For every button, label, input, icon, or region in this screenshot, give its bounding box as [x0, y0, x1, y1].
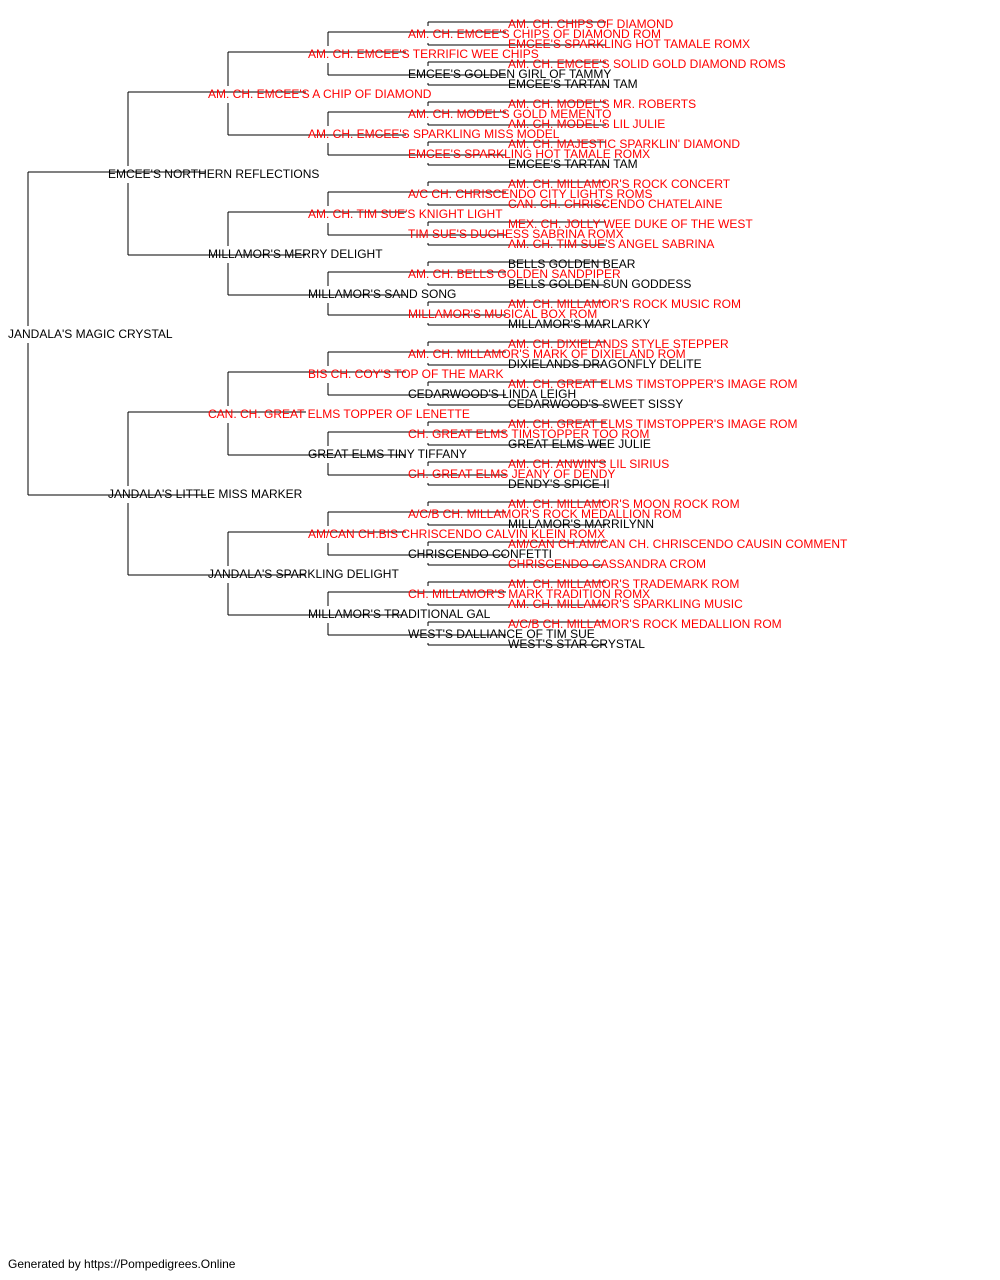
ancestor-name: MILLAMOR'S MUSICAL BOX ROM: [408, 307, 598, 321]
ancestor-name: MILLAMOR'S MARLARKY: [508, 317, 651, 331]
ancestor-name: A/C/B CH. MILLAMOR'S ROCK MEDALLION ROM: [408, 507, 682, 521]
ancestor-name: BELLS GOLDEN SUN GODDESS: [508, 277, 692, 291]
ancestor-name: AM. CH. MILLAMOR'S ROCK MUSIC ROM: [508, 297, 741, 311]
subject-name: JANDALA'S MAGIC CRYSTAL: [8, 327, 173, 341]
ancestor-name: AM. CH. EMCEE'S SOLID GOLD DIAMOND ROMS: [508, 57, 786, 71]
ancestor-name: GREAT ELMS WEE JULIE: [508, 437, 651, 451]
ancestor-name: TIM SUE'S DUCHESS SABRINA ROMX: [408, 227, 624, 241]
ancestor-name: AM. CH. MODEL'S GOLD MEMENTO: [408, 107, 612, 121]
ancestor-name: MILLAMOR'S SAND SONG: [308, 287, 457, 301]
ancestor-name: CHRISCENDO CASSANDRA CROM: [508, 557, 707, 571]
ancestor-name: MEX. CH. JOLLY WEE DUKE OF THE WEST: [508, 217, 753, 231]
ancestor-name: EMCEE'S SPARKLING HOT TAMALE ROMX: [508, 37, 751, 51]
ancestor-name: AM. CH. EMCEE'S TERRIFIC WEE CHIPS: [308, 47, 539, 61]
ancestor-name: CEDARWOOD'S SWEET SISSY: [508, 397, 684, 411]
ancestor-name: CH. GREAT ELMS JEANY OF DENDY: [408, 467, 616, 481]
ancestor-name: CAN. CH. CHRISCENDO CHATELAINE: [508, 197, 723, 211]
ancestor-name: MILLAMOR'S MARRILYNN: [508, 517, 655, 531]
ancestor-name: CHRISCENDO CONFETTI: [408, 547, 552, 561]
ancestor-name: JANDALA'S SPARKLING DELIGHT: [208, 567, 399, 581]
ancestor-name: AM. CH. MILLAMOR'S SPARKLING MUSIC: [508, 597, 743, 611]
ancestor-name: AM. CH. GREAT ELMS TIMSTOPPER'S IMAGE RO…: [508, 377, 798, 391]
ancestor-name: AM. CH. MILLAMOR'S TRADEMARK ROM: [508, 577, 740, 591]
ancestor-name: AM. CH. MODEL'S LIL JULIE: [508, 117, 666, 131]
ancestor-name: EMCEE'S TARTAN TAM: [508, 157, 638, 171]
ancestor-name: A/C CH. CHRISCENDO CITY LIGHTS ROMS: [408, 187, 653, 201]
ancestor-name: AM. CH. EMCEE'S A CHIP OF DIAMOND: [208, 87, 432, 101]
ancestor-name: AM. CH. DIXIELANDS STYLE STEPPER: [508, 337, 729, 351]
ancestor-name: AM. CH. MILLAMOR'S MOON ROCK ROM: [508, 497, 740, 511]
ancestor-name: MILLAMOR'S MERRY DELIGHT: [208, 247, 383, 261]
ancestor-name: AM. CH. MILLAMOR'S ROCK CONCERT: [508, 177, 731, 191]
ancestor-name: EMCEE'S SPARKLING HOT TAMALE ROMX: [408, 147, 651, 161]
ancestor-name: AM. CH. ANWIN'S LIL SIRIUS: [508, 457, 670, 471]
ancestor-name: JANDALA'S LITTLE MISS MARKER: [108, 487, 303, 501]
ancestor-name: CEDARWOOD'S LINDA LEIGH: [408, 387, 577, 401]
ancestor-name: WEST'S STAR CRYSTAL: [508, 637, 645, 651]
ancestor-name: AM. CH. MILLAMOR'S MARK OF DIXIELAND ROM: [408, 347, 686, 361]
ancestor-name: AM. CH. MAJESTIC SPARKLIN' DIAMOND: [508, 137, 741, 151]
ancestor-name: WEST'S DALLIANCE OF TIM SUE: [408, 627, 595, 641]
ancestor-name: EMCEE'S TARTAN TAM: [508, 77, 638, 91]
ancestor-name: AM/CAN CH.AM/CAN CH. CHRISCENDO CAUSIN C…: [508, 537, 848, 551]
ancestor-name: AM. CH. EMCEE'S SPARKLING MISS MODEL: [308, 127, 560, 141]
ancestor-name: GREAT ELMS TINY TIFFANY: [308, 447, 467, 461]
ancestor-name: BIS CH. COY'S TOP OF THE MARK: [308, 367, 504, 381]
ancestor-name: DENDY'S SPICE II: [508, 477, 610, 491]
ancestor-name: DIXIELANDS DRAGONFLY DELITE: [508, 357, 702, 371]
ancestor-name: AM. CH. EMCEE'S CHIPS OF DIAMOND ROM: [408, 27, 661, 41]
ancestor-name: AM/CAN CH.BIS CHRISCENDO CALVIN KLEIN RO…: [308, 527, 606, 541]
ancestor-name: AM. CH. GREAT ELMS TIMSTOPPER'S IMAGE RO…: [508, 417, 798, 431]
ancestor-name: AM. CH. CHIPS OF DIAMOND: [508, 17, 674, 31]
ancestor-name: EMCEE'S GOLDEN GIRL OF TAMMY: [408, 67, 612, 81]
ancestor-name: CAN. CH. GREAT ELMS TOPPER OF LENETTE: [208, 407, 470, 421]
ancestor-name: AM. CH. TIM SUE'S ANGEL SABRINA: [508, 237, 715, 251]
footer-credit: Generated by https://Pompedigrees.Online: [8, 1257, 236, 1271]
ancestor-name: BELLS GOLDEN BEAR: [508, 257, 636, 271]
ancestor-name: A/C/B CH. MILLAMOR'S ROCK MEDALLION ROM: [508, 617, 782, 631]
ancestor-name: MILLAMOR'S TRADITIONAL GAL: [308, 607, 491, 621]
ancestor-name: CH. MILLAMOR'S MARK TRADITION ROMX: [408, 587, 651, 601]
ancestor-name: EMCEE'S NORTHERN REFLECTIONS: [108, 167, 320, 181]
ancestor-name: CH. GREAT ELMS TIMSTOPPER TOO ROM: [408, 427, 650, 441]
ancestor-name: AM. CH. BELLS GOLDEN SANDPIPER: [408, 267, 621, 281]
ancestor-name: AM. CH. TIM SUE'S KNIGHT LIGHT: [308, 207, 503, 221]
ancestor-name: AM. CH. MODEL'S MR. ROBERTS: [508, 97, 697, 111]
